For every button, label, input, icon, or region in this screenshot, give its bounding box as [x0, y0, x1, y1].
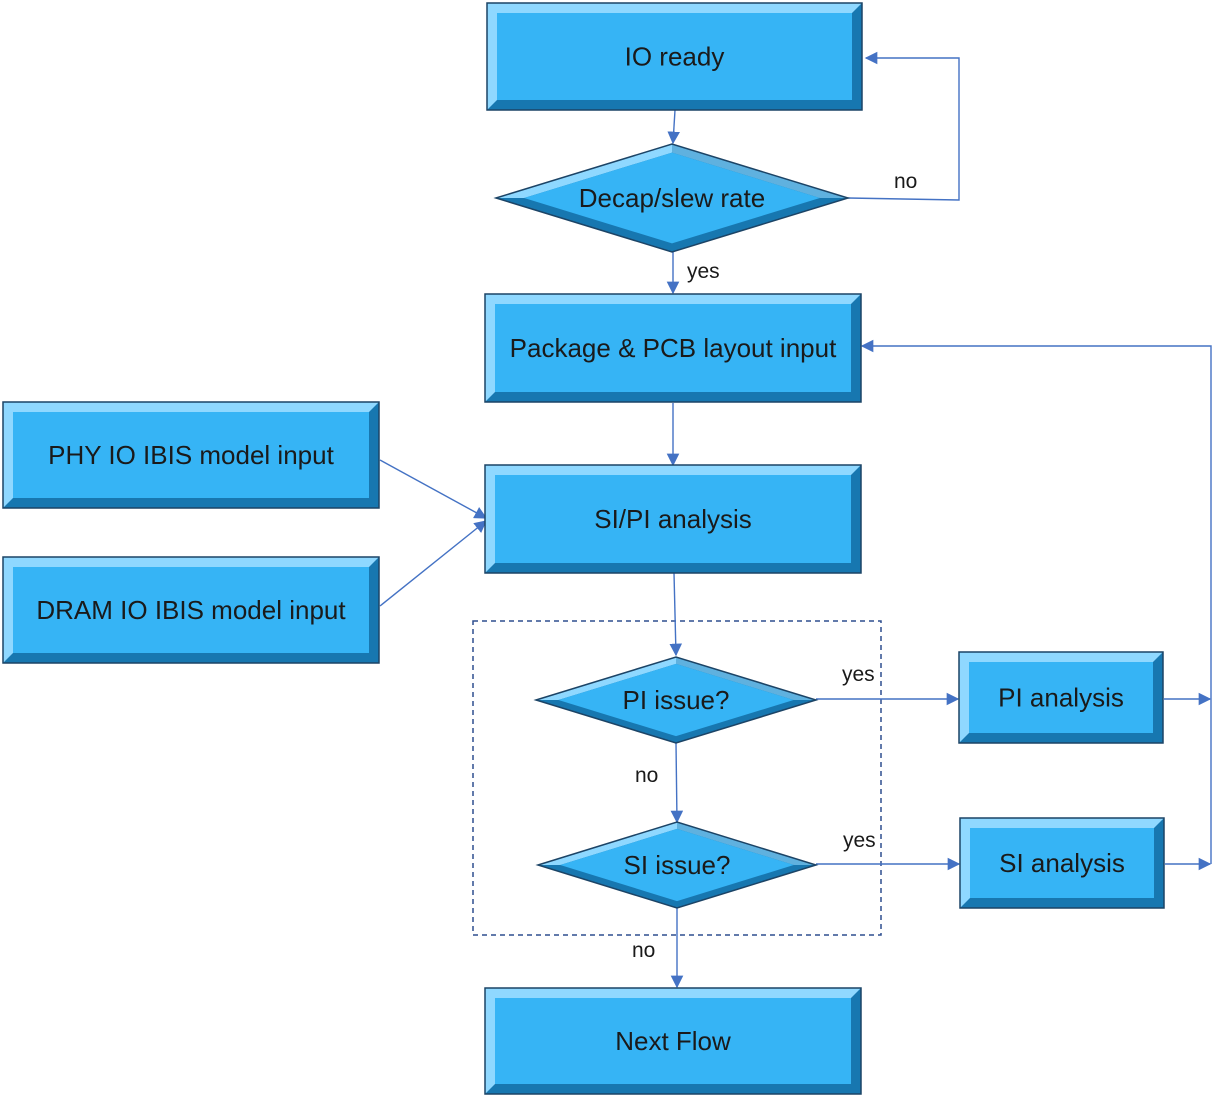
edge-label-pi-issue-yes: yes — [842, 663, 875, 686]
node-package-pcb-layout-input: Package & PCB layout input — [484, 293, 862, 403]
edge-sipi-to-pi-issue — [669, 572, 683, 657]
edge-dram-to-sipi — [379, 520, 487, 607]
node-decap-slew-rate-label: Decap/slew rate — [579, 183, 765, 213]
edge-label-decap-no: no — [894, 170, 917, 193]
node-phy-io-ibis-model-input: PHY IO IBIS model input — [2, 401, 380, 509]
node-si-analysis: SI analysis — [959, 817, 1165, 909]
node-si-pi-analysis-label: SI/PI analysis — [594, 504, 752, 534]
edge-phy-to-sipi — [379, 459, 488, 519]
node-package-pcb-layout-input-label: Package & PCB layout input — [510, 333, 837, 363]
edge-pi-issue-no — [670, 742, 684, 824]
node-decap-slew-rate: Decap/slew rate — [493, 143, 851, 253]
edges — [379, 51, 1212, 989]
node-pi-issue: PI issue? — [533, 656, 819, 744]
node-pi-analysis-label: PI analysis — [998, 683, 1124, 713]
edge-io-ready-to-decap — [667, 109, 680, 145]
node-dram-io-ibis-model-input: DRAM IO IBIS model input — [2, 556, 380, 664]
node-si-pi-analysis: SI/PI analysis — [484, 464, 862, 574]
node-si-issue: SI issue? — [535, 821, 819, 909]
edge-label-si-issue-no: no — [632, 939, 655, 962]
node-pi-analysis: PI analysis — [958, 651, 1164, 744]
edge-labels: no yes yes no yes no — [632, 170, 917, 962]
edge-feedback-to-package — [860, 339, 1212, 864]
node-io-ready: IO ready — [486, 2, 863, 111]
node-next-flow: Next Flow — [484, 987, 862, 1095]
edge-label-si-issue-yes: yes — [843, 829, 876, 852]
node-io-ready-label: IO ready — [625, 42, 725, 72]
node-pi-issue-label: PI issue? — [623, 685, 730, 715]
node-dram-io-ibis-model-input-label: DRAM IO IBIS model input — [36, 595, 346, 625]
edge-decap-no-loop — [847, 51, 960, 201]
node-si-analysis-label: SI analysis — [999, 848, 1125, 878]
node-next-flow-label: Next Flow — [615, 1026, 731, 1056]
edge-label-decap-yes: yes — [687, 260, 720, 283]
decision-group-frame — [472, 620, 882, 936]
node-si-issue-label: SI issue? — [624, 850, 731, 880]
node-phy-io-ibis-model-input-label: PHY IO IBIS model input — [48, 440, 334, 470]
edge-label-pi-issue-no: no — [635, 764, 658, 787]
